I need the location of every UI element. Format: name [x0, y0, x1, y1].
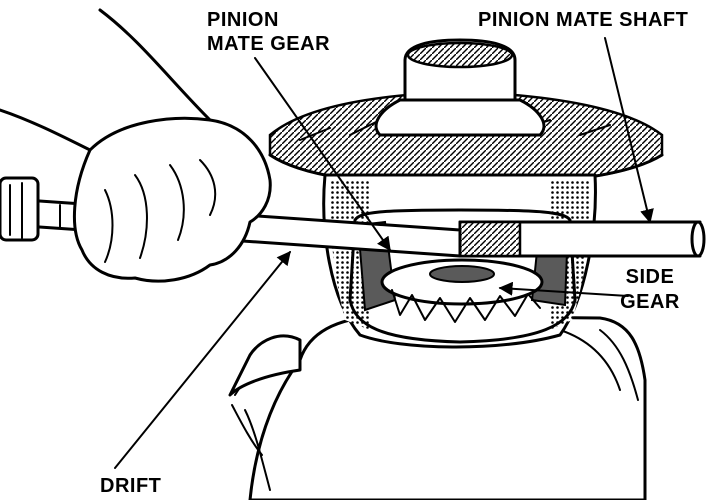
label-pinion-mate-gear-line1: PINION [207, 9, 279, 31]
technician-hand [0, 8, 272, 283]
label-side-gear-line1: SIDE [626, 266, 675, 288]
vise-base [228, 314, 647, 500]
pinion-mate-shaft [458, 220, 706, 258]
label-pinion-mate-gear-line2: MATE GEAR [207, 33, 330, 55]
label-side-gear-line2: GEAR [620, 291, 680, 313]
bearing-boss [374, 38, 546, 137]
leader-lines [114, 37, 654, 469]
label-pinion-mate-shaft: PINION MATE SHAFT [478, 9, 688, 31]
label-drift: DRIFT [100, 475, 161, 497]
